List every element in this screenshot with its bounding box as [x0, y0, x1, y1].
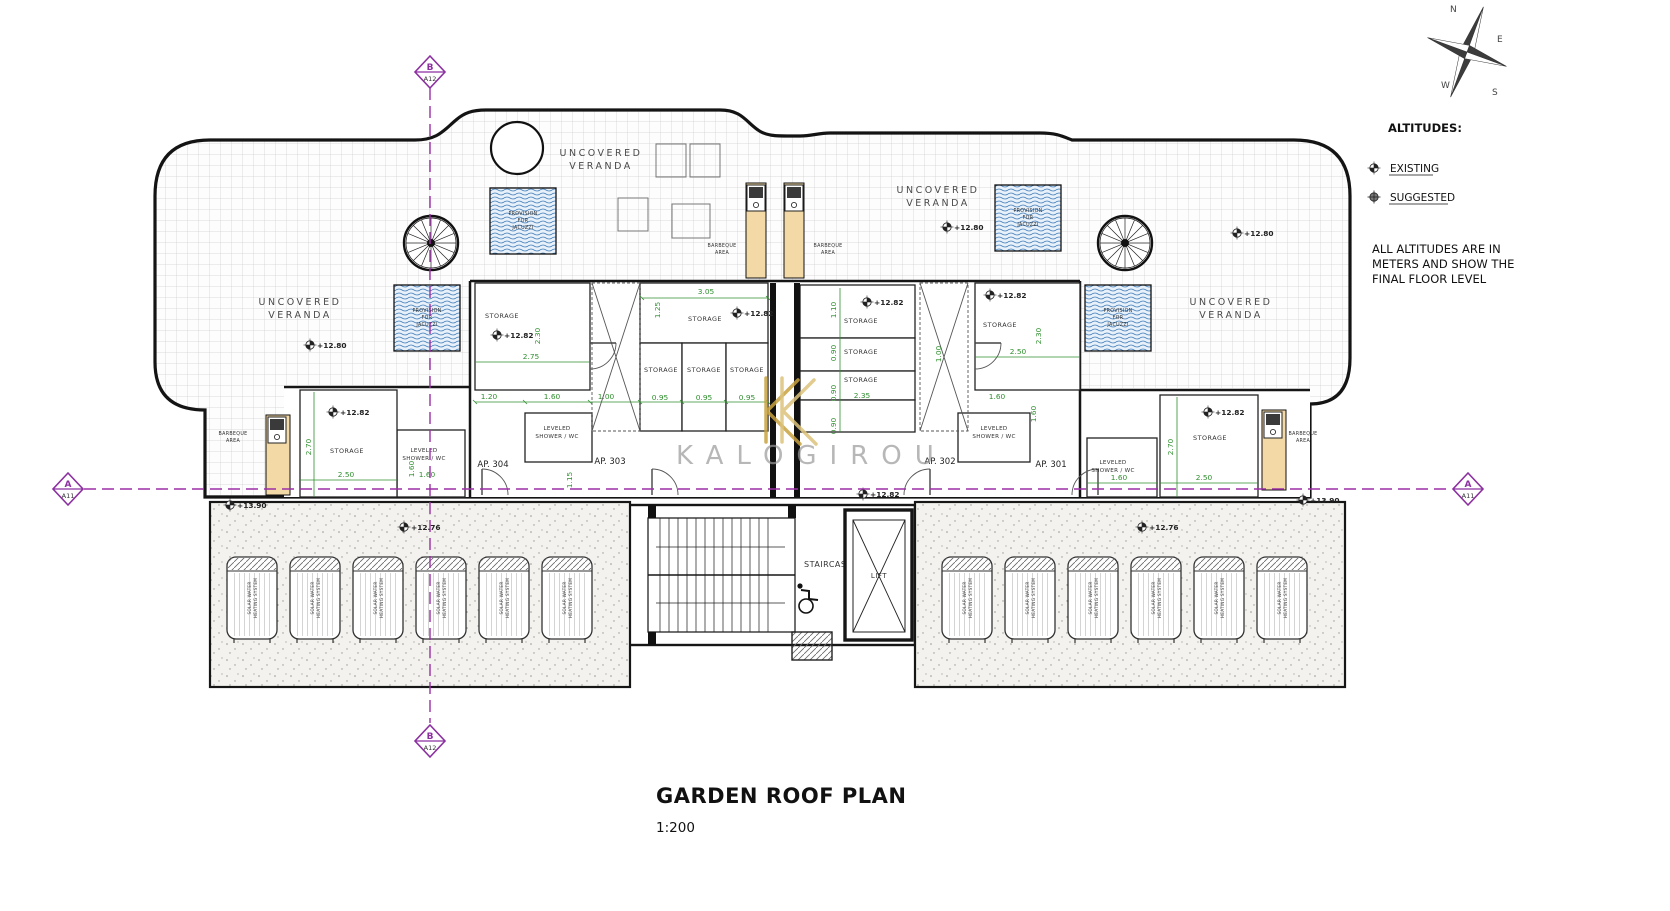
svg-text:2.30: 2.30	[1034, 327, 1043, 344]
svg-text:+12.82: +12.82	[744, 309, 774, 318]
svg-text:+12.80: +12.80	[317, 341, 347, 350]
svg-text:+13.90: +13.90	[1310, 496, 1340, 505]
svg-text:+12.82: +12.82	[997, 291, 1027, 300]
svg-text:1.60: 1.60	[1111, 473, 1128, 482]
svg-text:A: A	[65, 480, 72, 490]
svg-text:+12.82: +12.82	[504, 331, 534, 340]
svg-text:2.50: 2.50	[1196, 473, 1213, 482]
watermark: KALOGIROU	[676, 376, 947, 471]
svg-text:B: B	[427, 63, 434, 73]
altitude-note-line3: FINAL FLOOR LEVEL	[1372, 272, 1487, 286]
spoke-wheel-right	[1096, 214, 1154, 272]
compass-s: S	[1492, 88, 1498, 98]
barbeque-areas	[218, 182, 1318, 496]
veranda-furniture	[617, 143, 721, 239]
legend-heading: ALTITUDES:	[1388, 121, 1462, 135]
ap-304-label: AP. 304	[477, 460, 508, 470]
drawing-scale: 1:200	[656, 820, 695, 836]
svg-text:+12.82: +12.82	[874, 298, 904, 307]
svg-text:2.75: 2.75	[523, 352, 540, 361]
compass-e: E	[1497, 35, 1503, 45]
grill-icon	[784, 184, 804, 212]
svg-text:2.70: 2.70	[304, 438, 313, 455]
existing-symbol-icon	[1367, 161, 1381, 175]
suggested-label: SUGGESTED	[1390, 192, 1455, 204]
svg-text:2.50: 2.50	[338, 470, 355, 479]
svg-text:0.95: 0.95	[696, 393, 713, 402]
svg-text:B: B	[427, 732, 434, 742]
svg-text:0.95: 0.95	[739, 393, 756, 402]
svg-text:1.60: 1.60	[419, 470, 436, 479]
wheelchair-icon	[797, 583, 819, 614]
svg-text:1.10: 1.10	[829, 301, 838, 318]
svg-text:0.90: 0.90	[829, 384, 838, 401]
svg-text:2.35: 2.35	[854, 391, 871, 400]
grill-icon	[1263, 411, 1283, 439]
ap-302-label: AP. 302	[924, 457, 955, 467]
compass-w: W	[1441, 81, 1450, 91]
svg-text:0.90: 0.90	[829, 417, 838, 434]
spoke-wheel-left	[402, 214, 460, 272]
compass-n: N	[1450, 5, 1457, 15]
ap-301-label: AP. 301	[1035, 460, 1066, 470]
svg-text:0.95: 0.95	[652, 393, 669, 402]
svg-text:1.60: 1.60	[407, 460, 416, 477]
drawing-title: GARDEN ROOF PLAN	[656, 784, 906, 808]
svg-text:2.50: 2.50	[1010, 347, 1027, 356]
grill-icon	[746, 184, 766, 212]
svg-text:1.60: 1.60	[989, 392, 1006, 401]
svg-text:1.25: 1.25	[653, 301, 662, 318]
watermark-text: KALOGIROU	[676, 441, 947, 471]
svg-text:1.15: 1.15	[565, 471, 574, 488]
title-block: GARDEN ROOF PLAN 1:200	[656, 784, 906, 836]
lift-label: LIFT	[871, 572, 887, 580]
svg-text:2.70: 2.70	[1166, 438, 1175, 455]
svg-text:1.60: 1.60	[1029, 405, 1038, 422]
svg-text:+12.76: +12.76	[1149, 523, 1179, 532]
svg-text:+12.82: +12.82	[340, 408, 370, 417]
svg-text:1.00: 1.00	[598, 392, 615, 401]
compass: N E W S	[1427, 5, 1507, 98]
svg-text:+13.90: +13.90	[237, 501, 267, 510]
grill-icon	[267, 416, 287, 444]
svg-text:A11: A11	[62, 492, 75, 500]
section-lines: B A12 B A12 A A11 A A11	[52, 55, 1484, 758]
altitude-note-line2: METERS AND SHOW THE	[1372, 257, 1514, 271]
suggested-symbol-icon	[1367, 190, 1381, 204]
svg-text:+12.76: +12.76	[411, 523, 441, 532]
altitude-note-line1: ALL ALTITUDES ARE IN	[1372, 242, 1501, 256]
svg-text:+12.82: +12.82	[1215, 408, 1245, 417]
existing-label: EXISTING	[1390, 163, 1439, 175]
svg-text:1.00: 1.00	[934, 345, 943, 362]
svg-text:A: A	[1465, 480, 1472, 490]
elevation-markers: +12.80 +12.80 +12.80 +12.82 +12.82 +12.8…	[223, 220, 1340, 534]
ap-303-label: AP. 303	[594, 457, 625, 467]
dimension-lines	[300, 288, 1258, 497]
svg-text:A12: A12	[424, 744, 437, 752]
svg-text:1.20: 1.20	[481, 392, 498, 401]
jacuzzi-provisions	[393, 184, 1152, 352]
svg-text:+12.80: +12.80	[954, 223, 984, 232]
dimension-texts: 3.05 2.75 1.20 1.60 1.00 0.95 0.95 0.95 …	[304, 287, 1213, 488]
svg-text:3.05: 3.05	[698, 287, 715, 296]
roof-wheels	[402, 120, 1154, 272]
svg-text:A12: A12	[424, 75, 437, 83]
svg-text:A11: A11	[1462, 492, 1475, 500]
svg-text:1.60: 1.60	[544, 392, 561, 401]
staircase-label: STAIRCASE	[804, 560, 852, 569]
svg-text:0.90: 0.90	[829, 344, 838, 361]
svg-text:+12.80: +12.80	[1244, 229, 1274, 238]
stair-lift-block: STAIRCASE LIFT	[626, 503, 917, 661]
altitudes-legend: ALTITUDES: EXISTING SUGGESTED ALL ALTITU…	[1367, 121, 1514, 286]
svg-text:2.30: 2.30	[533, 327, 542, 344]
circle-skylight	[489, 120, 545, 176]
room-labels: AP. 304 AP. 303 AP. 302 AP. 301	[258, 148, 1273, 474]
svg-text:+12.82: +12.82	[870, 490, 900, 499]
